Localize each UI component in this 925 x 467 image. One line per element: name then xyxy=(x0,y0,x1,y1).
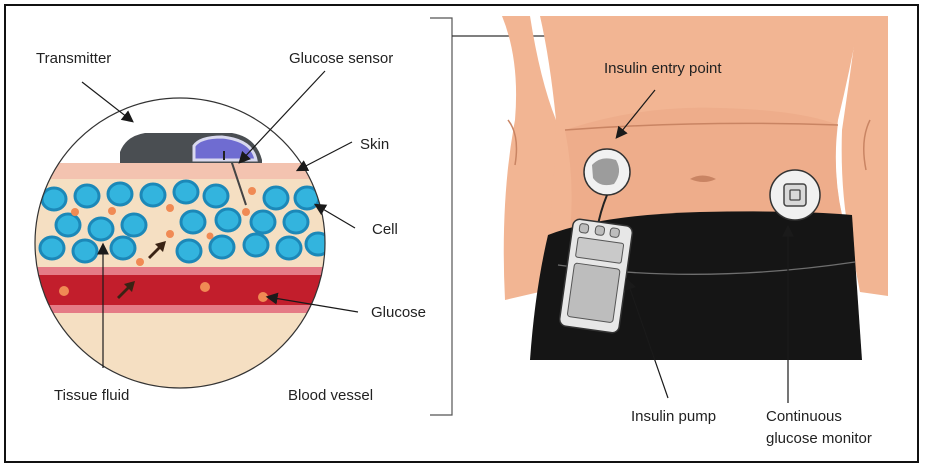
magnified-section xyxy=(30,95,330,398)
label-blood-vessel: Blood vessel xyxy=(288,387,373,404)
label-skin: Skin xyxy=(360,136,389,153)
label-transmitter: Transmitter xyxy=(36,50,111,67)
label-cgm-line2: glucose monitor xyxy=(766,430,872,447)
label-insulin-pump: Insulin pump xyxy=(631,408,716,425)
lower-tissue xyxy=(30,313,330,398)
cgm-sensor-icon xyxy=(770,170,820,220)
blood-vessel xyxy=(30,275,330,305)
label-tissue-fluid: Tissue fluid xyxy=(54,387,129,404)
transmitter-icon xyxy=(120,133,262,163)
label-cell: Cell xyxy=(372,221,398,238)
label-cgm-line1: Continuous xyxy=(766,408,842,425)
skin-layer xyxy=(30,163,330,179)
vessel-wall-bottom xyxy=(30,305,330,313)
bracket xyxy=(430,18,452,415)
label-glucose: Glucose xyxy=(371,304,426,321)
label-insulin-entry-point: Insulin entry point xyxy=(604,60,722,77)
insulin-port-icon xyxy=(584,149,630,195)
label-glucose-sensor: Glucose sensor xyxy=(289,50,393,67)
vessel-wall-top xyxy=(30,267,330,275)
